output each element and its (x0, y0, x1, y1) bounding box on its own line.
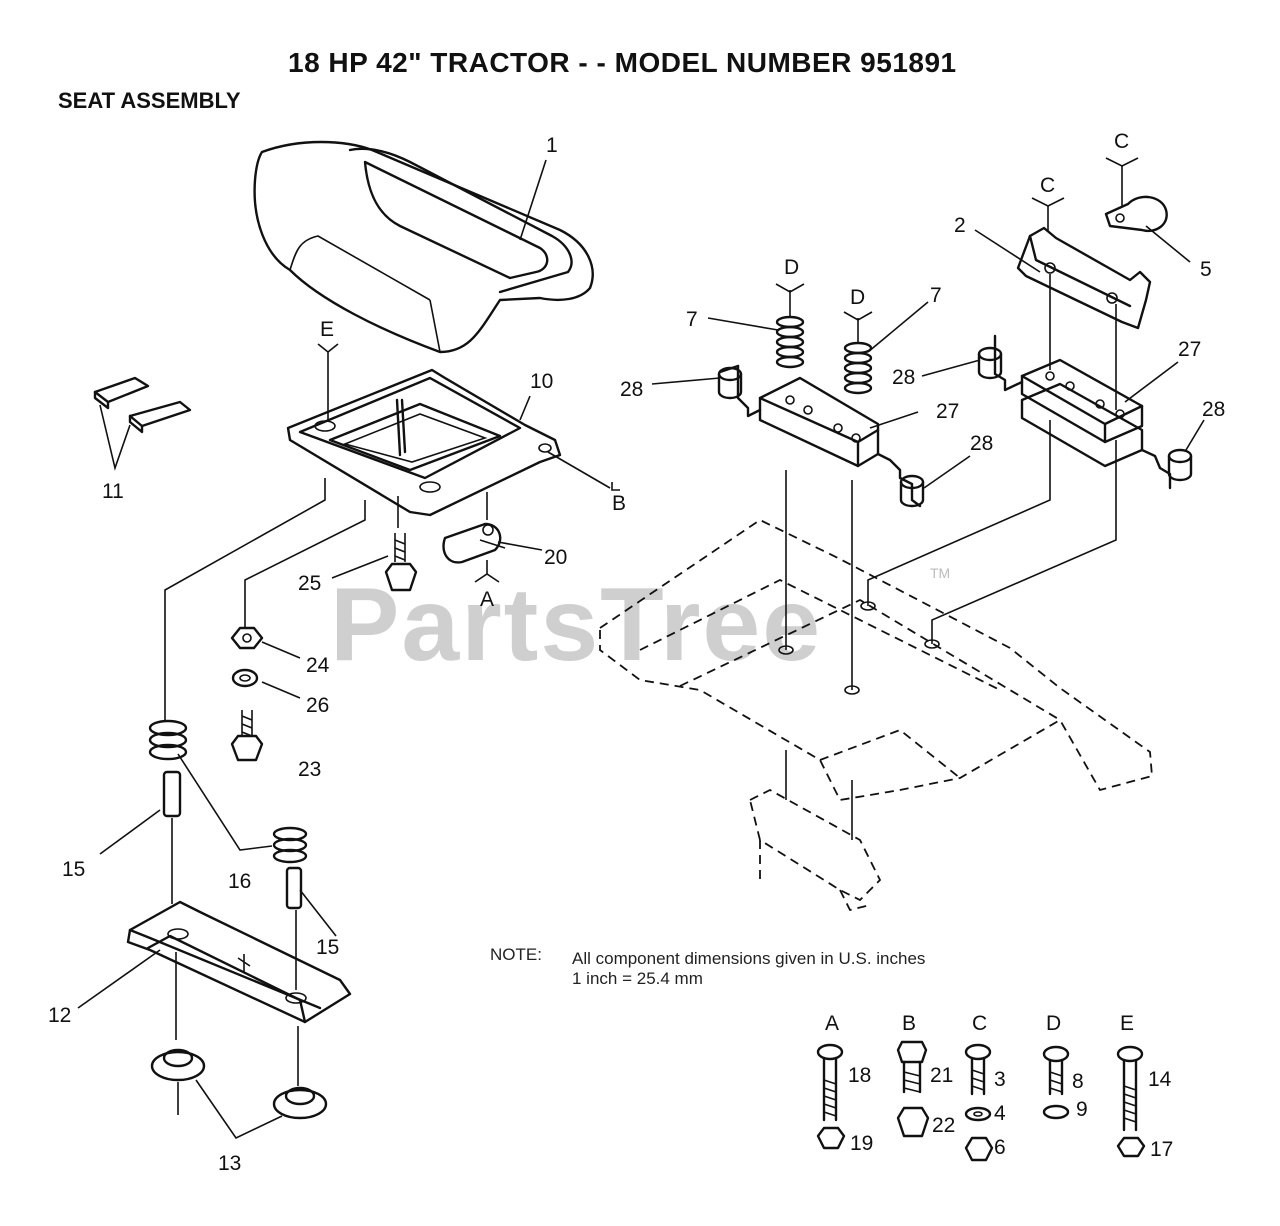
callout-23: 23 (298, 758, 321, 781)
callout-20: 20 (544, 546, 567, 569)
callout-26: 26 (306, 694, 329, 717)
clip-5 (1104, 195, 1168, 233)
bushing-28-d (1167, 448, 1193, 482)
ref-C-left: C (1040, 174, 1055, 197)
seat-cushion (253, 140, 594, 354)
hardware-nut-17 (1116, 1136, 1146, 1158)
ref-D-left: D (784, 256, 799, 279)
slide-rail-left (718, 364, 922, 508)
spring-16-right (272, 826, 308, 864)
callout-10: 10 (530, 370, 553, 393)
hardware-17: 17 (1150, 1138, 1173, 1161)
bumper-13-right (272, 1086, 328, 1120)
callout-15-right: 15 (316, 936, 339, 959)
hardware-col-C: C (972, 1012, 987, 1035)
note-label: NOTE: (490, 945, 542, 964)
callout-28-c: 28 (970, 432, 993, 455)
hardware-washer-4 (964, 1106, 992, 1122)
spring-16-left (148, 719, 188, 761)
callout-28-a: 28 (620, 378, 643, 401)
callout-15-left: 15 (62, 858, 85, 881)
hardware-bolt-3 (964, 1043, 992, 1096)
seat-bracket-12 (126, 900, 352, 1024)
seat-pan (286, 368, 562, 517)
hardware-col-E: E (1120, 1012, 1134, 1035)
hardware-bolt-14 (1116, 1045, 1144, 1132)
tractor-frame (599, 518, 1153, 912)
hardware-22: 22 (932, 1114, 955, 1137)
hardware-nut-22 (896, 1106, 930, 1138)
hardware-bolt-21 (896, 1040, 928, 1094)
pin-15-right (285, 866, 303, 910)
callout-leaders (77, 159, 1205, 1140)
bolt-23 (230, 710, 264, 762)
bolt-25 (384, 533, 418, 592)
note-line-1: All component dimensions given in U.S. i… (572, 949, 925, 968)
nut-24 (230, 626, 264, 650)
hardware-bolt-18 (816, 1043, 844, 1122)
hardware-col-B: B (902, 1012, 916, 1035)
callout-28-b: 28 (892, 366, 915, 389)
hardware-washer-9 (1042, 1104, 1070, 1120)
callout-25: 25 (298, 572, 321, 595)
hardware-nut-6 (964, 1136, 994, 1162)
reference-arrows (317, 157, 1139, 583)
washer-26 (231, 668, 259, 688)
watermark-trademark: TM (930, 565, 950, 581)
hardware-19: 19 (850, 1132, 873, 1155)
hardware-21: 21 (930, 1064, 953, 1087)
bushing-28-b (899, 474, 925, 508)
note-line-2: 1 inch = 25.4 mm (572, 969, 703, 988)
hardware-4: 4 (994, 1102, 1006, 1125)
callout-2: 2 (954, 214, 966, 237)
ref-B: B (612, 492, 626, 515)
hardware-9: 9 (1076, 1098, 1088, 1121)
hardware-col-A: A (825, 1012, 839, 1035)
callout-24: 24 (306, 654, 330, 677)
page-title: 18 HP 42" TRACTOR - - MODEL NUMBER 95189… (288, 47, 957, 78)
adjust-lever-2 (1016, 226, 1152, 330)
callout-7-right: 7 (930, 284, 942, 307)
hardware-18: 18 (848, 1064, 871, 1087)
callout-13: 13 (218, 1152, 241, 1175)
callout-11: 11 (102, 480, 124, 503)
callout-1: 1 (546, 134, 558, 157)
ref-C-right: C (1114, 130, 1129, 153)
bushing-28-a (717, 366, 743, 400)
callout-12: 12 (48, 1004, 71, 1027)
hardware-col-D: D (1046, 1012, 1061, 1035)
hardware-6: 6 (994, 1136, 1006, 1159)
callout-28-d: 28 (1202, 398, 1225, 421)
pin-15-left (162, 770, 182, 818)
hardware-nut-19 (816, 1126, 846, 1150)
slide-rail-right (993, 334, 1172, 490)
callout-27-left: 27 (936, 400, 959, 423)
hardware-bolt-8 (1042, 1045, 1070, 1096)
callout-5: 5 (1200, 258, 1212, 281)
ref-E: E (320, 318, 334, 341)
bumper-13-left (150, 1048, 206, 1082)
callout-27-right: 27 (1178, 338, 1201, 361)
section-title: SEAT ASSEMBLY (58, 88, 241, 113)
right-guide-lines (785, 166, 1123, 840)
bushing-28-c (977, 346, 1003, 380)
spring-7-left (775, 315, 805, 369)
hardware-14: 14 (1148, 1068, 1172, 1091)
hardware-3: 3 (994, 1068, 1006, 1091)
ref-D-right: D (850, 286, 865, 309)
ref-A: A (480, 588, 494, 611)
callout-7-left: 7 (686, 308, 698, 331)
seat-pads (93, 376, 192, 471)
watermark-text: PartsTree (330, 567, 822, 683)
spring-7-right (843, 341, 873, 395)
left-guide-lines (164, 478, 488, 1115)
hardware-8: 8 (1072, 1070, 1084, 1093)
callout-16: 16 (228, 870, 251, 893)
clamp-20 (442, 522, 506, 564)
